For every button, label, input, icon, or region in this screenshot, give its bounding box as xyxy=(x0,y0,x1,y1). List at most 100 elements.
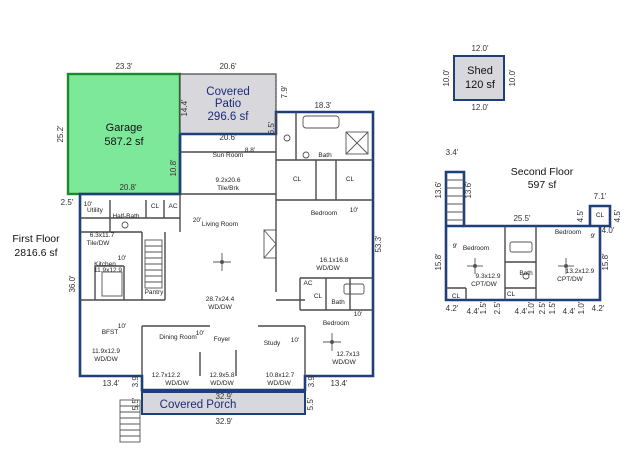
dim-patio-left: 14.4' xyxy=(180,99,189,117)
dim-porch-top: 32.9' xyxy=(215,392,233,401)
dim-sf-stair-top: 3.4' xyxy=(446,148,459,157)
room-living-width: 20' xyxy=(193,217,201,224)
dim-sf-width: 25.5' xyxy=(513,214,531,223)
dim-sf-left: 15.8' xyxy=(434,253,443,271)
sf-cl3: CL xyxy=(596,212,605,219)
room-sun-floor: Tile/Brk xyxy=(217,185,240,192)
sf-bed2-size: 13.2x12.9 xyxy=(566,268,595,275)
room-dining: Dining Room xyxy=(159,334,197,341)
room-kitchen: Kitchen xyxy=(94,261,116,268)
room-dining-floor: WD/DW xyxy=(165,380,189,387)
room-bfst-width: 10' xyxy=(118,323,126,330)
shed-area-label: 120 sf xyxy=(465,79,496,91)
room-living-floor: WD/DW xyxy=(208,304,232,311)
dim-patio-top: 20.6' xyxy=(219,62,237,71)
sf-bedroom1: Bedroom xyxy=(463,245,489,252)
sf-bedroom2: Bedroom xyxy=(555,229,581,236)
first-floor-title: First Floor xyxy=(12,233,60,245)
dim-sf-right: 15.8' xyxy=(601,253,610,271)
room-pantry: Pantry xyxy=(145,289,165,296)
room-study: Study xyxy=(264,340,281,347)
dim-sf-stair-a: 13.6' xyxy=(434,181,443,199)
room-bfst-size: 11.9x12.9 xyxy=(92,348,120,355)
room-half-bath: Half-Bath xyxy=(112,213,139,220)
patio-label-2: Patio xyxy=(215,98,241,110)
shed-area xyxy=(453,55,505,101)
porch-steps xyxy=(119,399,141,443)
dim-bottom-right: 13.4' xyxy=(330,379,348,388)
dim-sf-cl-h2: 4.5' xyxy=(613,209,622,222)
room-ac2: AC xyxy=(303,280,312,287)
room-dining-width: 10' xyxy=(196,330,204,337)
room-ac1: AC xyxy=(168,203,177,210)
dim-sf-b9: 4.4' xyxy=(563,307,576,316)
dim-left-a: 2.5' xyxy=(61,198,74,207)
room-bedroom2: Bedroom xyxy=(323,320,349,327)
patio-label-1: Covered xyxy=(206,86,249,98)
dim-shed-top: 12.0' xyxy=(471,44,489,53)
room-bedroom1: Bedroom xyxy=(311,210,337,217)
dim-porch-bottom: 32.9' xyxy=(215,417,233,426)
room-bed2-floor: WD/DW xyxy=(332,359,356,366)
room-cl4: CL xyxy=(314,293,323,300)
sf-bath: Bath xyxy=(519,270,533,277)
dim-porch-left: 5.5' xyxy=(131,397,140,410)
second-floor-area: 597 sf xyxy=(528,179,557,191)
ceiling-fan-icon xyxy=(558,258,574,274)
dim-shed-right: 10.0' xyxy=(508,69,517,87)
room-bath1: Bath xyxy=(318,152,332,159)
dim-garage-top: 23.3' xyxy=(115,62,133,71)
dim-bottom-l-small: 3.9' xyxy=(131,374,140,387)
room-utility-floor: Tile/DW xyxy=(87,240,111,247)
room-sun-room: Sun Room xyxy=(213,152,244,159)
sf-bed1-floor: CPT/DW xyxy=(471,281,498,288)
room-bath2: Bath xyxy=(331,299,345,306)
dim-shed-bottom: 12.0' xyxy=(471,103,489,112)
room-bed1-width: 10' xyxy=(350,207,358,214)
dim-sf-stair-b: 13.6' xyxy=(464,181,473,199)
first-floor-stairs xyxy=(144,239,163,289)
room-living: Living Room xyxy=(202,221,238,228)
room-utility-size: 6.3x11.7 xyxy=(90,232,115,239)
room-foyer-size: 12.9x5.8 xyxy=(210,372,235,379)
room-living-size: 28.7x24.4 xyxy=(206,296,235,303)
room-kitchen-width: 10' xyxy=(118,255,126,262)
garage-area-label: 587.2 sf xyxy=(104,136,144,148)
dim-bottom-left: 13.4' xyxy=(102,379,120,388)
room-study-floor: WD/DW xyxy=(267,380,291,387)
room-bfst: BFST xyxy=(102,329,119,336)
garage-area xyxy=(66,72,182,196)
dim-sf-b4: 2.5' xyxy=(493,301,502,314)
dim-garage-left: 25.2' xyxy=(56,125,65,143)
room-cl1: CL xyxy=(293,176,302,183)
interior-walls xyxy=(80,112,373,376)
first-floor-area: 2816.6 sf xyxy=(14,247,57,259)
dim-bath-top: 18.3' xyxy=(314,101,332,110)
second-floor-stairs xyxy=(446,179,464,221)
room-study-size: 10.8x12.7 xyxy=(266,372,295,379)
dim-sf-b1: 4.2' xyxy=(446,304,459,313)
sf-cl2: CL xyxy=(507,291,516,298)
sf-bed2-floor: CPT/DW xyxy=(557,276,584,283)
garage-label: Garage xyxy=(106,122,143,134)
room-util-width: 10' xyxy=(84,201,92,208)
room-study-width: 10' xyxy=(291,337,299,344)
patio-area xyxy=(179,73,277,135)
dim-sf-b5: 4.4' xyxy=(515,307,528,316)
dim-patio-right-b: 6.5' xyxy=(267,121,276,134)
room-bed1-size: 16.1x16.8 xyxy=(320,257,349,264)
shed-label: Shed xyxy=(467,65,493,77)
second-floor-outline xyxy=(444,170,612,302)
porch-label: Covered Porch xyxy=(160,399,237,411)
dim-sf-r-small: 4.0' xyxy=(602,226,615,235)
dim-sf-b10: 1.0' xyxy=(577,301,586,314)
fixtures xyxy=(101,115,369,297)
dim-sf-cl-w: 7.1' xyxy=(594,192,607,201)
dim-patio-right-a: 7.9' xyxy=(280,85,289,98)
room-cl2: CL xyxy=(346,176,355,183)
dim-right-side: 53.3' xyxy=(374,235,383,253)
dim-bottom-r-small: 3.9' xyxy=(307,374,316,387)
dim-garage-bottom: 20.8' xyxy=(119,183,137,192)
